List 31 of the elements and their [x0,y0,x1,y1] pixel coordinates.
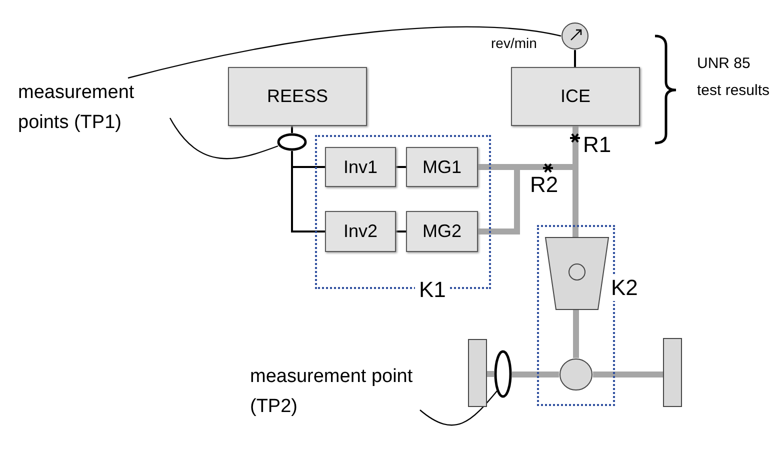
reference-point-label: R1 [583,132,612,158]
leader-line [170,118,278,160]
battery-box: REESS [228,67,367,126]
gauge-icon [561,22,589,50]
shaft-line [593,372,663,378]
inverter-box: Inv2 [325,211,396,252]
shaft-line [512,372,559,378]
motor-generator-box: MG1 [406,147,478,187]
gauge-label: rev/min [491,35,537,51]
note-text: UNR 85 test results [697,54,771,101]
wire-line [574,50,576,67]
wire-line [291,126,293,133]
engine-box: ICE [511,67,640,126]
wire-line [396,230,406,232]
wheel-shape [663,338,682,407]
leader-line [420,390,498,426]
differential-shape [559,358,593,391]
leader-line [128,26,562,79]
callout-text: measurement points (TP1) [18,78,170,136]
motor-generator-box: MG2 [406,211,478,252]
wire-line [396,166,406,168]
measurement-ring [494,350,512,398]
shaft-line [487,371,494,377]
wire-line [291,151,325,232]
reference-point-label: R2 [530,172,558,198]
inverter-box: Inv1 [325,147,396,187]
shaft-line [573,310,579,358]
callout-text: measurement point (TP2) [250,362,420,422]
wheel-shape [468,339,487,407]
measurement-ring [277,133,307,151]
gearbox-shape [545,237,609,310]
